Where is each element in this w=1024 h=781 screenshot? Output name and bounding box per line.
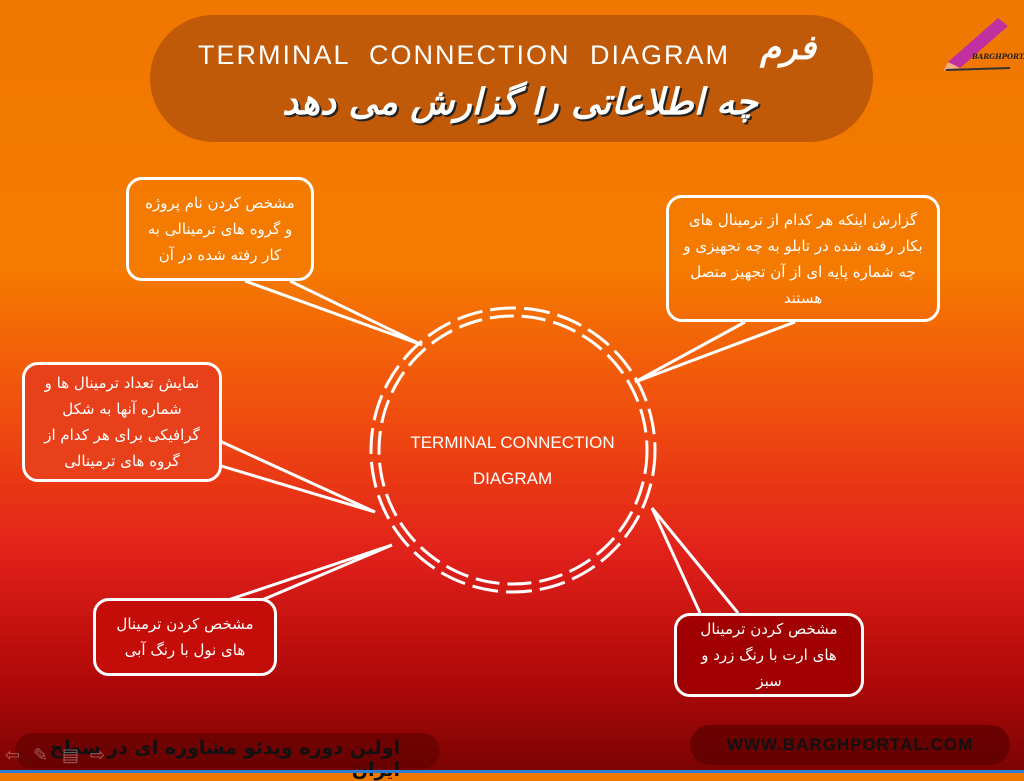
footer-caption: اولین دوره ویدئو مشاوره ای در سطح ایران: [15, 733, 440, 781]
center-label: TERMINAL CONNECTION DIAGRAM: [380, 425, 645, 497]
arrow-right-icon[interactable]: ⇨: [90, 745, 106, 766]
logo-text: BARGHPORTAL: [972, 52, 1024, 61]
title-persian-word: فرم: [760, 28, 817, 68]
pointer-3: [199, 430, 376, 514]
callout-earth-terminals: مشخص کردن ترمینال های ارت با رنگ زرد و س…: [674, 613, 864, 697]
pointer-5: [650, 507, 740, 614]
website-label: WWW.BARGHPORTAL.COM: [690, 725, 1010, 765]
center-circle-outer: [369, 306, 657, 594]
callout-project-name: مشخص کردن نام پروژه و گروه های ترمینالی …: [126, 177, 314, 281]
pencil-logo-icon: [944, 18, 1011, 71]
bottom-bar: [0, 770, 1024, 773]
callout-terminal-count: نمایش تعداد ترمینال ها و شماره آنها به ش…: [22, 362, 222, 482]
callout-terminal-connections: گزارش اینکه هر کدام از ترمینال های بکار …: [666, 195, 940, 322]
center-label-line2: DIAGRAM: [472, 469, 553, 488]
pointer-1: [244, 279, 423, 347]
title-english: TERMINAL CONNECTION DIAGRAM: [198, 40, 731, 70]
center-circle-inner: [377, 314, 649, 586]
center-label-line1: TERMINAL CONNECTION: [410, 433, 615, 452]
callout-neutral-terminals: مشخص کردن ترمینال های نول با رنگ آبی: [93, 598, 277, 676]
menu-icon[interactable]: ▤: [62, 745, 80, 766]
pen-icon[interactable]: ✎: [33, 745, 49, 766]
subtitle-persian: چه اطلاعاتی را گزارش می دهد: [282, 82, 758, 123]
pointer-2: [634, 320, 796, 384]
title-banner: [150, 15, 873, 142]
arrow-left-icon[interactable]: ⇦: [5, 745, 21, 766]
pointer-4: [227, 543, 393, 602]
